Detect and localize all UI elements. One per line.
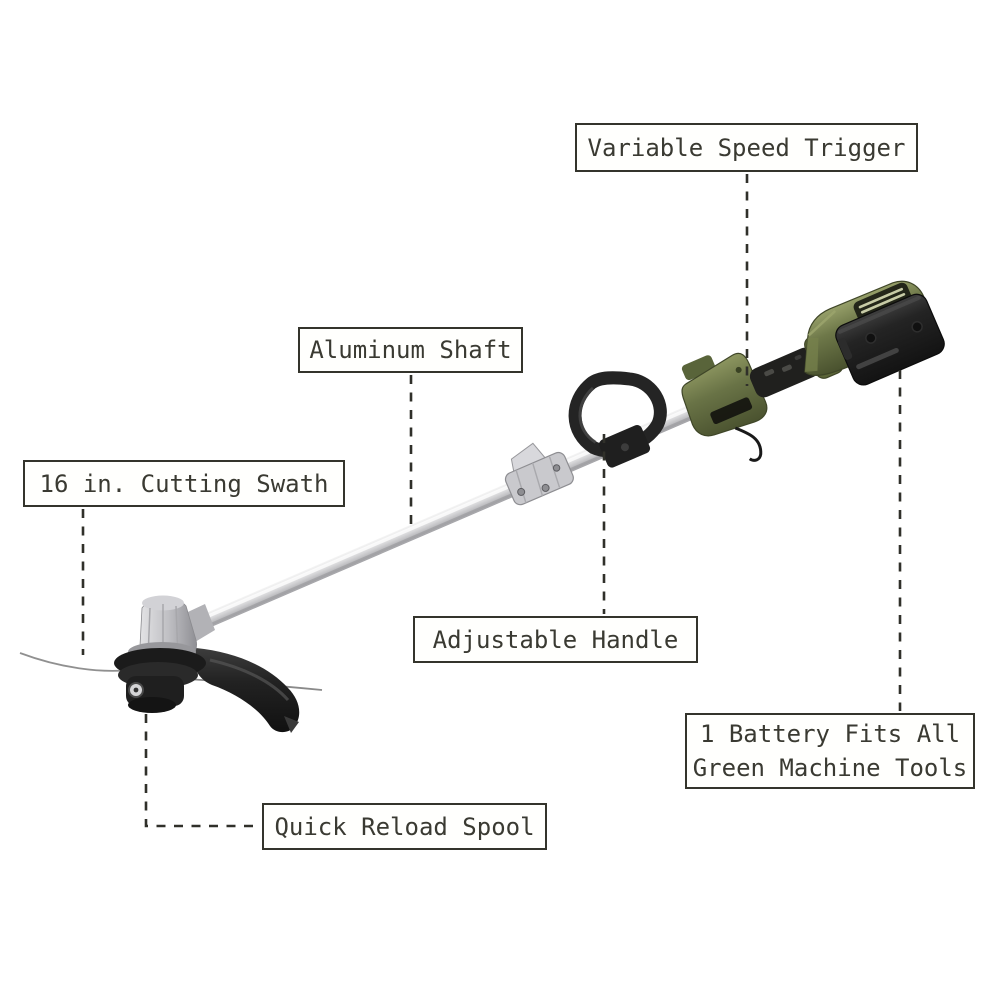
- callout-quick-reload-spool: Quick Reload Spool: [262, 803, 547, 850]
- callout-label: Quick Reload Spool: [274, 812, 535, 841]
- front-coupler-housing: [681, 352, 768, 437]
- callout-label: Adjustable Handle: [432, 625, 679, 654]
- callout-variable-speed-trigger: Variable Speed Trigger: [575, 123, 918, 172]
- callout-label: Variable Speed Trigger: [587, 133, 906, 162]
- spool-assembly: [114, 642, 206, 713]
- loop-handle: [568, 371, 667, 468]
- callout-label-line2: Green Machine Tools: [692, 754, 968, 782]
- trimmer-head: [114, 595, 300, 733]
- hanging-wire: [734, 426, 763, 462]
- grip: [749, 347, 819, 398]
- battery-pack: [835, 293, 945, 386]
- callout-aluminum-shaft: Aluminum Shaft: [298, 327, 523, 373]
- callout-label: Aluminum Shaft: [309, 336, 512, 364]
- callout-adjustable-handle: Adjustable Handle: [413, 616, 698, 663]
- shaft-coupler: [504, 442, 574, 506]
- callout-label: 16 in. Cutting Swath: [39, 469, 329, 498]
- trimmer-string-left: [19, 652, 131, 672]
- connector-quick-reload-spool: [144, 714, 260, 828]
- callout-cutting-swath: 16 in. Cutting Swath: [23, 460, 345, 507]
- trimmer-body: [184, 280, 945, 635]
- aluminum-shaft-part: [184, 403, 701, 635]
- callout-battery: 1 Battery Fits All Green Machine Tools: [685, 713, 975, 789]
- guard: [194, 648, 300, 733]
- callout-label-line1: 1 Battery Fits All: [699, 720, 961, 748]
